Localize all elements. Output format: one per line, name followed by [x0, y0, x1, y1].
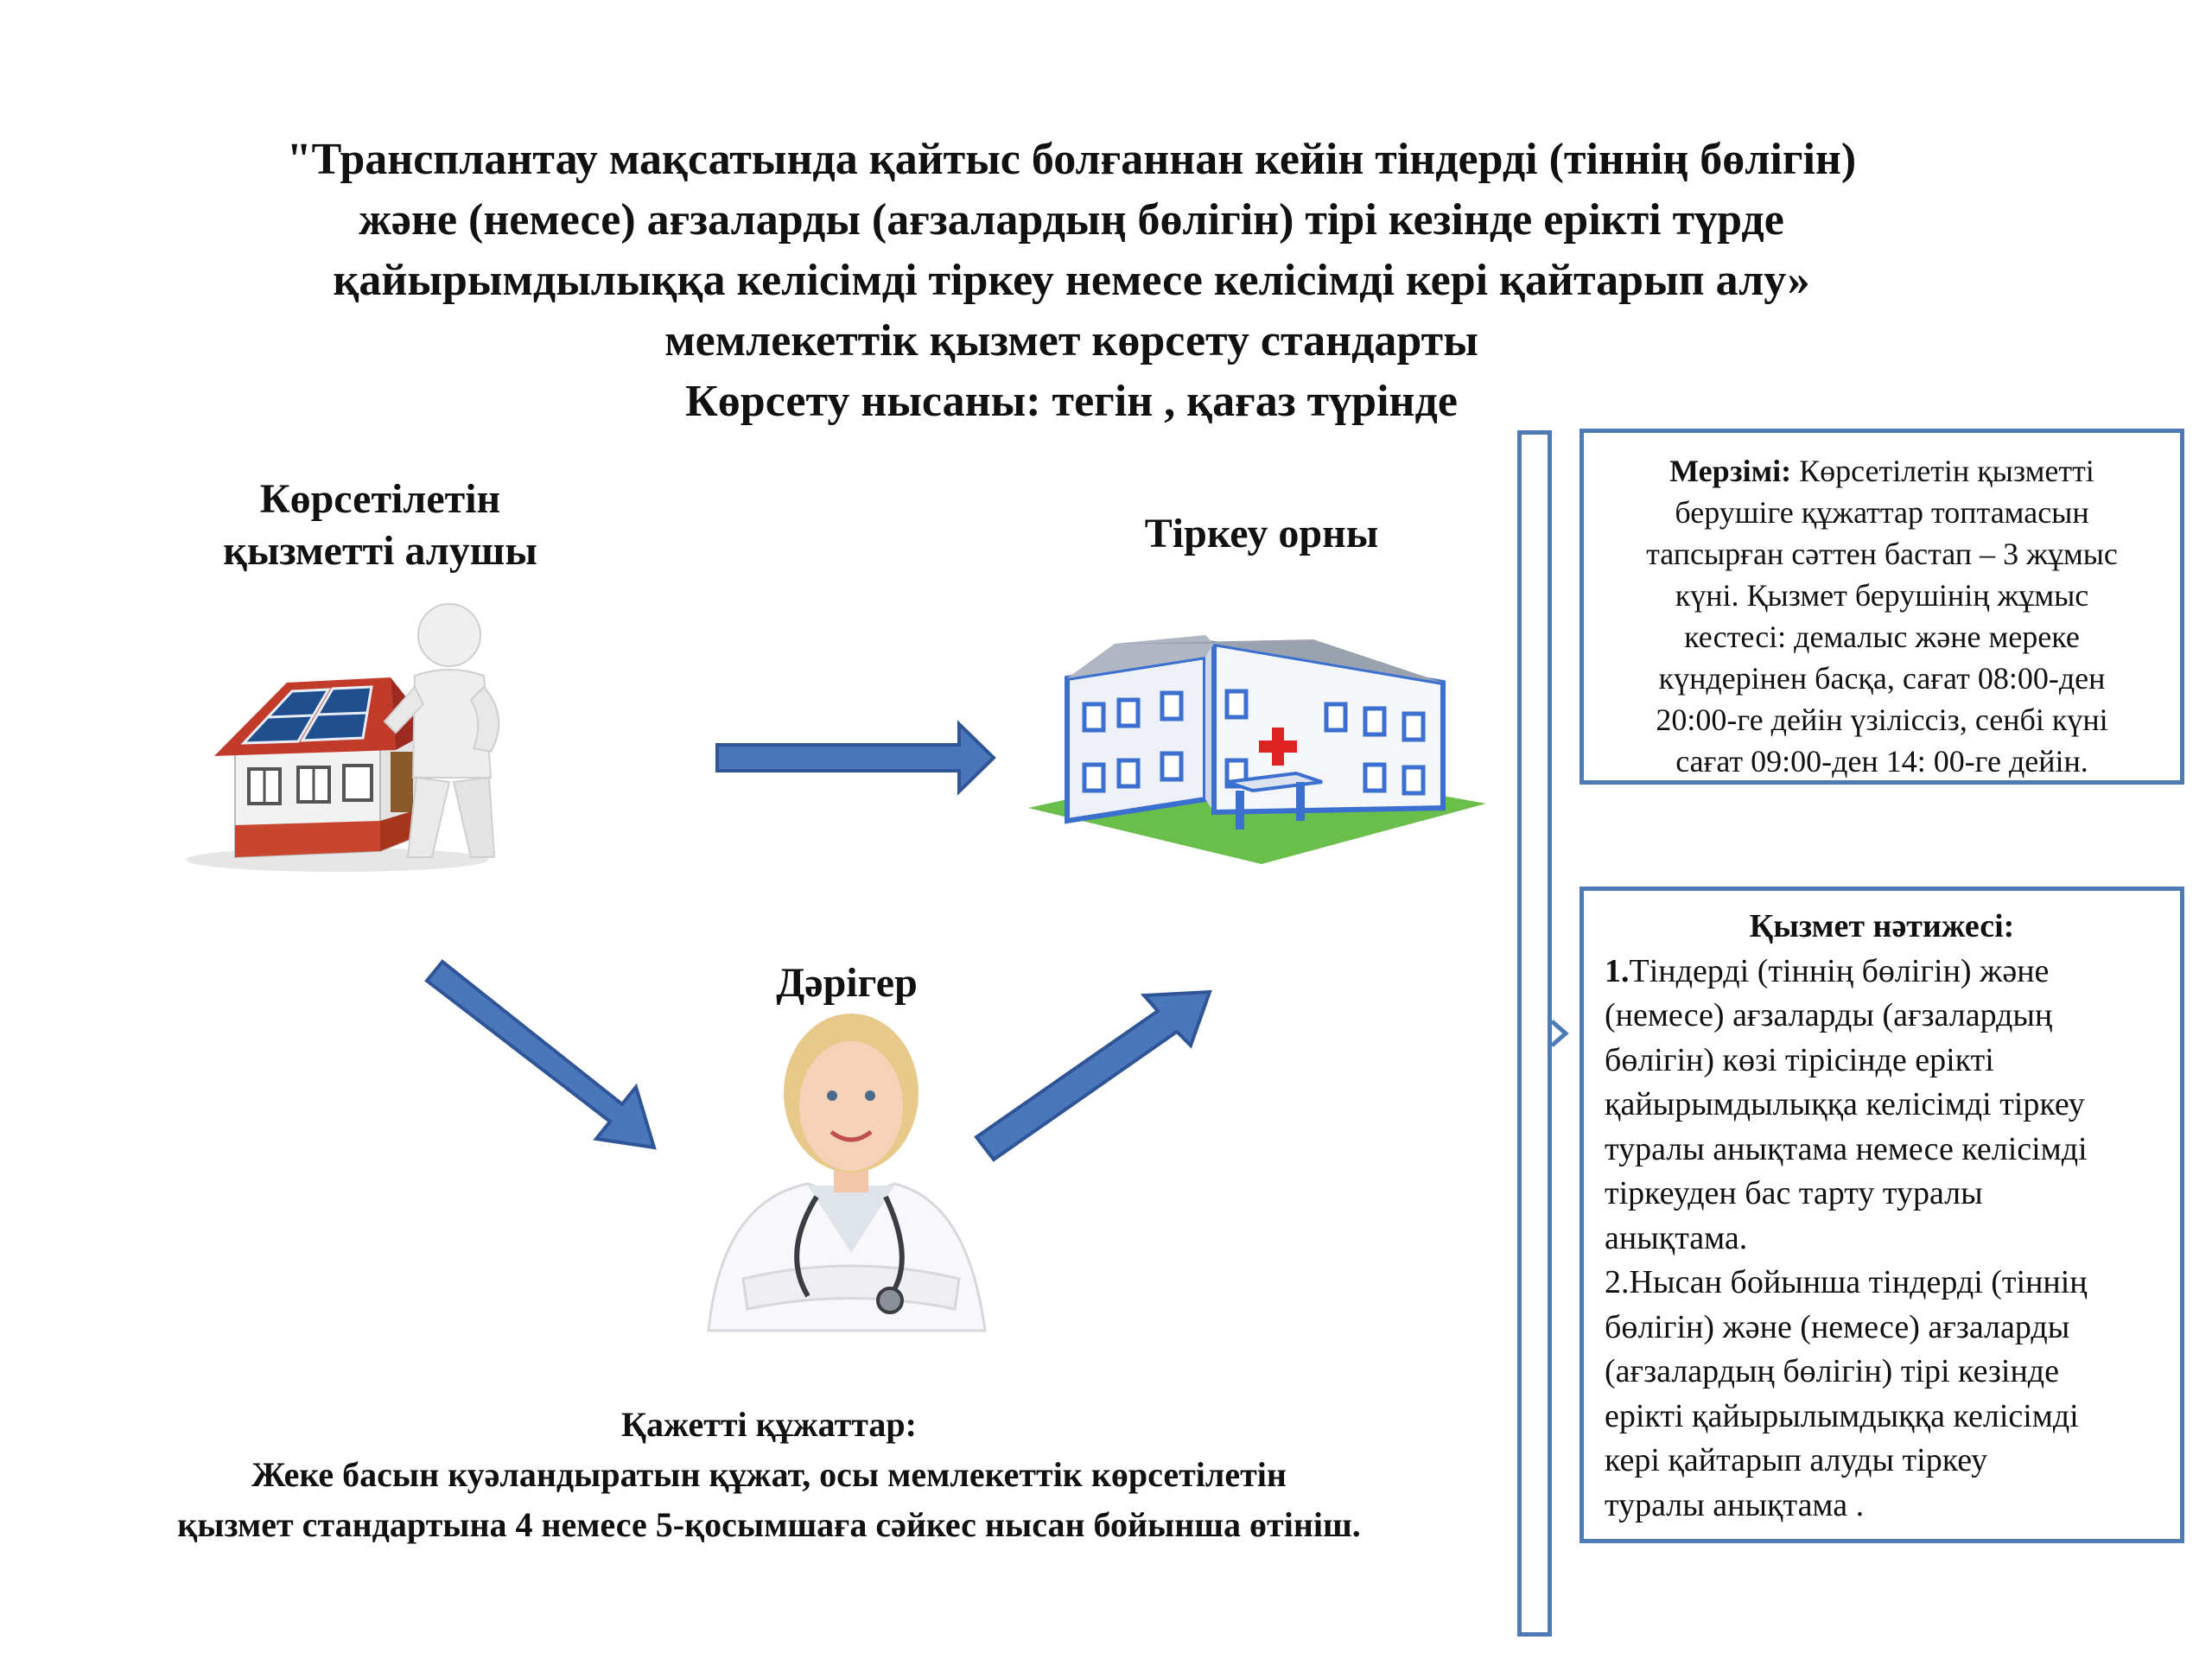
arrow-recipient-to-registration: [715, 720, 996, 796]
deadline-line: сағат 09:00-ден 14: 00-ге дейін.: [1675, 744, 2088, 779]
deadline-line: кестесі: демалыс және мереке: [1684, 620, 2080, 654]
result-line: 2.Нысан бойынша тіндерді (тіннің: [1605, 1264, 2088, 1300]
deadline-line: тапсырған сәттен бастап – 3 жұмыс: [1646, 537, 2118, 571]
deadline-line: 20:00-ге дейін үзіліссіз, сенбі күні: [1656, 702, 2108, 737]
result-line: кері қайтарып алуды тіркеу: [1605, 1442, 1988, 1478]
result-line: анықтама.: [1605, 1219, 1748, 1256]
service-result-box: Қызмет нәтижесі: 1.Тіндерді (тіннің бөлі…: [1580, 887, 2184, 1543]
result-heading: Қызмет нәтижесі:: [1749, 908, 2015, 944]
arrow-recipient-to-doctor: [424, 959, 657, 1150]
result-line: туралы анықтама немесе келісімді: [1605, 1130, 2088, 1167]
deadline-line: күні. Қызмет берушінің жұмыс: [1675, 578, 2089, 613]
doctor-icon: [707, 1014, 987, 1332]
result-line: 1.Тіндерді (тіннің бөлігін) және: [1605, 950, 2159, 995]
registration-place-label: Тіркеу орны: [1144, 511, 1379, 556]
bracket-chevron: [1550, 1020, 1569, 1047]
deadline-line: Мерзімі: Көрсетілетін қызметті: [1601, 450, 2163, 492]
result-line: бөлігін) көзі тірісінде ерікті: [1605, 1041, 1994, 1078]
title-line: Көрсету нысаны: тегін , қағаз түрінде: [685, 377, 1458, 426]
title-line: қайырымдылыққа келісімді тіркеу немесе к…: [333, 256, 1810, 305]
recipient-label-line: қызметті алушы: [223, 528, 537, 574]
service-recipient-label: Көрсетілетін қызметті алушы: [138, 474, 622, 577]
deadline-line: берушіге құжаттар топтамасын: [1675, 495, 2089, 530]
result-item1-number: 1.: [1605, 952, 1630, 989]
result-line: тіркеуден бас тарту туралы: [1605, 1175, 1983, 1211]
hospital-building-icon: [1028, 635, 1486, 864]
documents-heading: Қажетті құжаттар:: [620, 1405, 917, 1444]
required-documents: Қажетті құжаттар: Жеке басын куәландырат…: [35, 1400, 1503, 1550]
deadline-box: Мерзімі: Көрсетілетін қызметті берушіге …: [1580, 429, 2184, 785]
vertical-connector-bar: [1517, 430, 1552, 1637]
deadline-label: Мерзімі:: [1669, 454, 1792, 488]
result-line: бөлігін) және (немесе) ағзаларды: [1605, 1308, 2070, 1345]
documents-line: қызмет стандартына 4 немесе 5-қосымшаға …: [177, 1505, 1361, 1544]
deadline-text: Көрсетілетін қызметті: [1799, 454, 2094, 488]
result-line: туралы анықтама .: [1605, 1486, 1865, 1523]
deadline-line: күндерінен басқа, сағат 08:00-ден: [1658, 661, 2106, 696]
title-line: мемлекеттік қызмет көрсету стандарты: [664, 316, 1478, 365]
doctor-label: Дәрігер: [776, 960, 918, 1006]
title-line: "Трансплантау мақсатында қайтыс болғанна…: [286, 135, 1857, 184]
result-line: (ағзалардың бөлігін) тірі кезінде: [1605, 1353, 2060, 1389]
house-with-person-icon: [186, 603, 500, 872]
result-line: (немесе) ағзаларды (ағзалардың: [1605, 997, 2053, 1033]
documents-line: Жеке басын куәландыратын құжат, осы мемл…: [251, 1455, 1287, 1494]
result-item1-text: Тіндерді (тіннің бөлігін) және: [1629, 952, 2050, 989]
diagram-title: "Трансплантау мақсатында қайтыс болғанна…: [104, 130, 2039, 432]
result-line: қайырымдылыққа келісімді тіркеу: [1605, 1086, 2085, 1122]
arrow-doctor-to-registration: [974, 989, 1212, 1162]
title-line: және (немесе) ағзаларды (ағзалардың бөлі…: [359, 195, 1784, 245]
result-line: ерікті қайырылымдыққа келісімді: [1605, 1397, 2079, 1434]
recipient-label-line: Көрсетілетін: [259, 476, 501, 522]
